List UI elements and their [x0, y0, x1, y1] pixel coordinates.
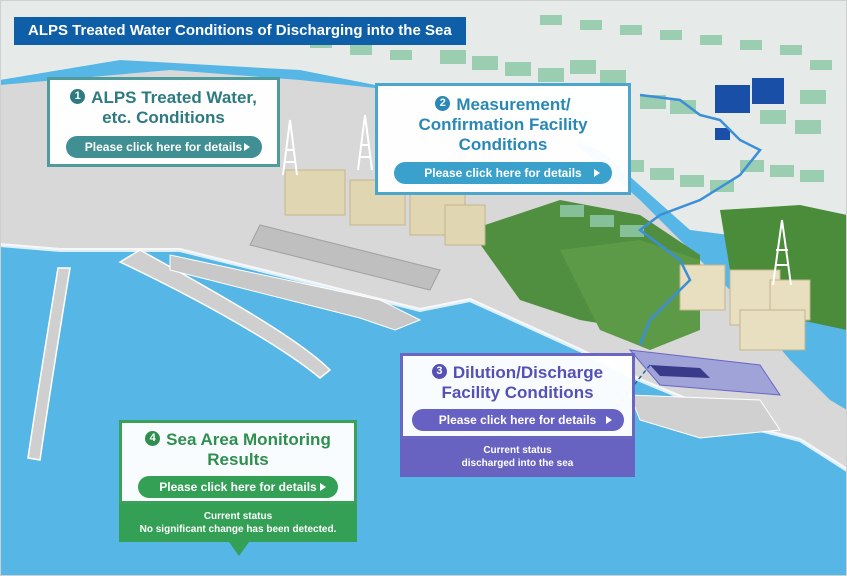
dilution-heading-line1: Dilution/Discharge: [452, 363, 604, 382]
sea-status-label: Current status: [203, 511, 273, 522]
alps-details-label: Please click here for details: [84, 140, 243, 155]
chevron-right-icon: [605, 416, 612, 425]
dilution-status-panel: Current status discharged into the sea: [400, 439, 635, 477]
chevron-right-icon: [320, 483, 326, 492]
number-badge: 3: [431, 364, 447, 380]
dilution-details-label: Please click here for details: [438, 413, 597, 428]
sea-monitoring-heading: 4 Sea Area Monitoring Results: [122, 430, 354, 470]
sea-details-label: Please click here for details: [159, 480, 317, 495]
port-quay: [169, 254, 422, 331]
sea-monitoring-status-panel: Current status No significant change has…: [119, 504, 357, 542]
sea-status-value: No significant change has been detected.: [139, 524, 337, 535]
east-quay: [629, 394, 781, 439]
page-title: ALPS Treated Water Conditions of Dischar…: [14, 17, 466, 45]
callout-pointer: [229, 542, 249, 556]
dilution-heading: 3 Dilution/Discharge Facility Conditions: [403, 363, 632, 403]
dilution-details-button[interactable]: Please click here for details: [411, 409, 624, 432]
sea-heading-line2: Results: [207, 450, 269, 470]
dilution-facility-basin: [628, 349, 781, 396]
sea-monitoring-details-button[interactable]: Please click here for details: [138, 476, 338, 499]
units-5-6-buildings: [679, 264, 811, 351]
breakwater-south: [27, 267, 71, 461]
number-badge: 2: [435, 96, 451, 112]
measurement-heading: 2 Measurement/ Confirmation Facility Cond…: [378, 95, 628, 155]
chevron-right-icon: [243, 143, 250, 152]
background-land: [0, 0, 847, 250]
measurement-heading-line1: Measurement/: [456, 95, 571, 114]
measurement-details-label: Please click here for details: [424, 166, 582, 181]
alps-details-button[interactable]: Please click here for details: [65, 136, 262, 159]
breakwater-north: [118, 249, 332, 379]
pipeline-icon: [637, 93, 762, 346]
measurement-facility: [715, 78, 784, 140]
sea-heading-line1: Sea Area Monitoring: [166, 430, 331, 449]
number-badge: 4: [145, 431, 161, 447]
alps-heading-line2: etc. Conditions: [102, 108, 225, 128]
alps-water-heading: 1 ALPS Treated Water, etc. Conditions: [50, 88, 277, 128]
discharge-pumps: [650, 365, 710, 378]
measurement-heading-line2: Confirmation Facility: [418, 115, 588, 135]
alps-heading-line1: ALPS Treated Water,: [91, 88, 257, 107]
number-badge: 1: [70, 89, 86, 105]
forest-slope: [560, 240, 700, 350]
measurement-details-button[interactable]: Please click here for details: [394, 162, 612, 185]
dilution-heading-line2: Facility Conditions: [441, 383, 594, 403]
forest-hill-east: [720, 205, 847, 330]
harbor-dock: [249, 224, 441, 291]
dilution-status-value: discharged into the sea: [461, 458, 574, 469]
alps-water-card[interactable]: 1 ALPS Treated Water, etc. Conditions Ple…: [47, 77, 280, 167]
dilution-status-label: Current status: [483, 445, 552, 456]
chevron-right-icon: [594, 169, 600, 178]
measurement-heading-line3: Conditions: [458, 135, 548, 155]
sea-monitoring-card[interactable]: 4 Sea Area Monitoring Results Please clic…: [119, 420, 357, 504]
tower-icon: [282, 114, 792, 286]
measurement-facility-card[interactable]: 2 Measurement/ Confirmation Facility Cond…: [375, 83, 631, 195]
